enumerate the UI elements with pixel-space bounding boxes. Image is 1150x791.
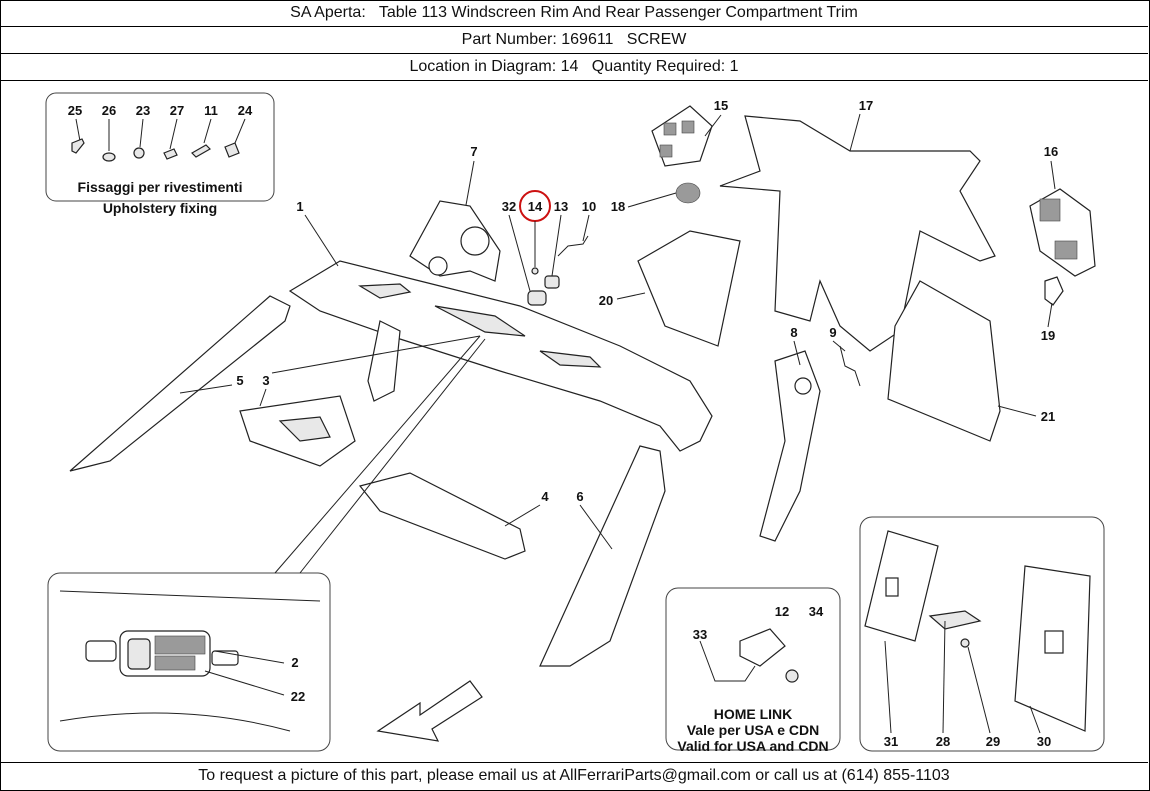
- callout-18[interactable]: 18: [611, 199, 625, 214]
- callout-31[interactable]: 31: [884, 734, 898, 749]
- callout-30[interactable]: 30: [1037, 734, 1051, 749]
- part-19: [1044, 276, 1064, 306]
- callout-32[interactable]: 32: [502, 199, 516, 214]
- callout-17[interactable]: 17: [859, 98, 873, 113]
- callout-21[interactable]: 21: [1041, 409, 1055, 424]
- part-8-hole: [794, 377, 812, 395]
- footer-contact: To request a picture of this part, pleas…: [0, 763, 1148, 789]
- callout-23[interactable]: 23: [136, 103, 150, 118]
- callout-15[interactable]: 15: [714, 98, 728, 113]
- callout-2[interactable]: 2: [291, 655, 298, 670]
- b-pillar-trim: [539, 445, 666, 667]
- sun-visor-right: [358, 472, 526, 560]
- callout-27[interactable]: 27: [170, 103, 184, 118]
- part-number-row: Part Number: 169611 SCREW: [0, 27, 1148, 54]
- fixing-box: 25 26 23 27 11 24 Fissaggi per rivestime…: [45, 92, 275, 216]
- callout-25[interactable]: 25: [68, 103, 82, 118]
- part-15: [651, 105, 713, 167]
- callout-4[interactable]: 4: [541, 489, 549, 504]
- callout-24[interactable]: 24: [238, 103, 253, 118]
- part-16: [1029, 188, 1096, 277]
- callout-34[interactable]: 34: [809, 604, 824, 619]
- callout-7[interactable]: 7: [470, 144, 477, 159]
- fixing-box-frame: [45, 92, 275, 202]
- callout-28[interactable]: 28: [936, 734, 950, 749]
- direction-arrow: [376, 680, 483, 742]
- leader-lines: [179, 113, 1056, 734]
- pillar-parts-box: [859, 516, 1105, 752]
- part-21-panel: [887, 280, 1001, 442]
- callout-13[interactable]: 13: [554, 199, 568, 214]
- callout-1[interactable]: 1: [296, 199, 303, 214]
- callout-22[interactable]: 22: [291, 689, 305, 704]
- part-13: [544, 275, 560, 289]
- part-7: [409, 200, 501, 282]
- part-10: [557, 235, 589, 257]
- callout-33[interactable]: 33: [693, 627, 707, 642]
- diagram-canvas: 25 26 23 27 11 24 Fissaggi per rivestime…: [45, 92, 1105, 754]
- callout-3[interactable]: 3: [262, 373, 269, 388]
- part-14-screw: [531, 267, 539, 275]
- callout-19[interactable]: 19: [1041, 328, 1055, 343]
- callout-12[interactable]: 12: [775, 604, 789, 619]
- page-title: SA Aperta: Table 113 Windscreen Rim And …: [0, 0, 1148, 27]
- callout-11[interactable]: 11: [204, 103, 218, 118]
- part-8: [759, 350, 821, 542]
- callout-29[interactable]: 29: [986, 734, 1000, 749]
- part-9: [839, 345, 861, 387]
- part-18: [675, 182, 701, 204]
- part-32: [527, 290, 547, 306]
- homelink-caption-2: Vale per USA e CDN: [687, 722, 820, 738]
- callout-26[interactable]: 26: [102, 103, 116, 118]
- sun-visor-left: [239, 395, 356, 467]
- fixing-caption-en: Upholstery fixing: [103, 200, 217, 216]
- callout-20[interactable]: 20: [599, 293, 613, 308]
- parts-diagram: 25 26 23 27 11 24 Fissaggi per rivestime…: [0, 81, 1148, 763]
- homelink-caption-3: Valid for USA and CDN: [677, 738, 828, 754]
- footer-text: To request a picture of this part, pleas…: [198, 767, 950, 784]
- callout-9[interactable]: 9: [829, 325, 836, 340]
- part-20-panel: [637, 230, 741, 347]
- windscreen-rim-part: [288, 260, 713, 452]
- inset-leader-1: [274, 335, 481, 574]
- homelink-caption-1: HOME LINK: [714, 706, 793, 722]
- callout-5[interactable]: 5: [236, 373, 243, 388]
- callout-16[interactable]: 16: [1044, 144, 1058, 159]
- fixing-caption-it: Fissaggi per rivestimenti: [78, 179, 243, 195]
- callout-8[interactable]: 8: [790, 325, 797, 340]
- location-row: Location in Diagram: 14 Quantity Require…: [0, 54, 1148, 81]
- fastener-icons: [71, 118, 246, 162]
- callout-6[interactable]: 6: [576, 489, 583, 504]
- homelink-box: 12 33 34 HOME LINK Vale per USA e CDN Va…: [665, 587, 841, 754]
- roof-console-inset: [47, 335, 481, 752]
- a-pillar-trim: [69, 295, 291, 472]
- callout-10[interactable]: 10: [582, 199, 596, 214]
- callout-14[interactable]: 14: [528, 199, 543, 214]
- inset-leader-2: [299, 338, 486, 574]
